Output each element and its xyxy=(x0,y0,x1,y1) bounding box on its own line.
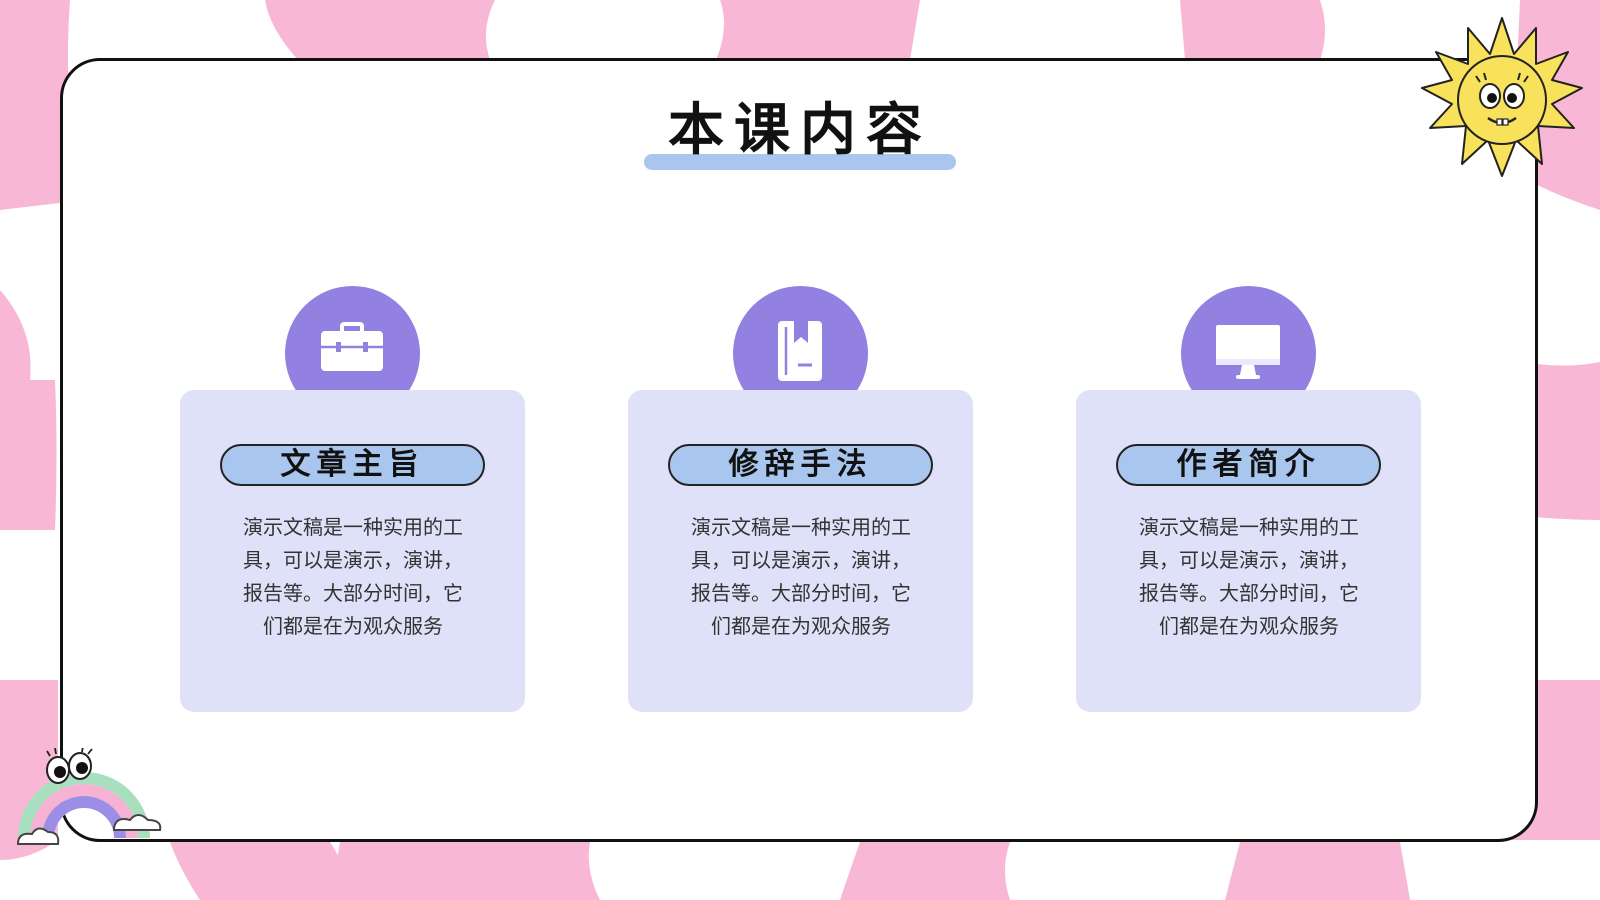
rainbow-character-icon xyxy=(16,748,162,845)
card-description: 演示文稿是一种实用的工具，可以是演示，演讲，报告等。大部分时间，它们都是在为观众… xyxy=(691,515,911,638)
card-author: 作者简介 演示文稿是一种实用的工具，可以是演示，演讲，报告等。大部分时间，它们都… xyxy=(1076,390,1421,712)
card-main-idea: 文章主旨 演示文稿是一种实用的工具，可以是演示，演讲，报告等。大部分时间，它们都… xyxy=(180,390,525,712)
sun-character-icon xyxy=(1421,17,1583,177)
card-heading: 修辞手法 xyxy=(668,444,933,486)
card-heading: 作者简介 xyxy=(1116,444,1381,486)
card-description: 演示文稿是一种实用的工具，可以是演示，演讲，报告等。大部分时间，它们都是在为观众… xyxy=(243,515,463,638)
page-title: 本课内容 xyxy=(668,98,932,163)
card-description: 演示文稿是一种实用的工具，可以是演示，演讲，报告等。大部分时间，它们都是在为观众… xyxy=(1139,515,1359,638)
card-heading: 文章主旨 xyxy=(220,444,485,486)
title-underline xyxy=(644,154,956,170)
card-rhetoric: 修辞手法 演示文稿是一种实用的工具，可以是演示，演讲，报告等。大部分时间，它们都… xyxy=(628,390,973,712)
title-block: 本课内容 xyxy=(630,96,970,176)
